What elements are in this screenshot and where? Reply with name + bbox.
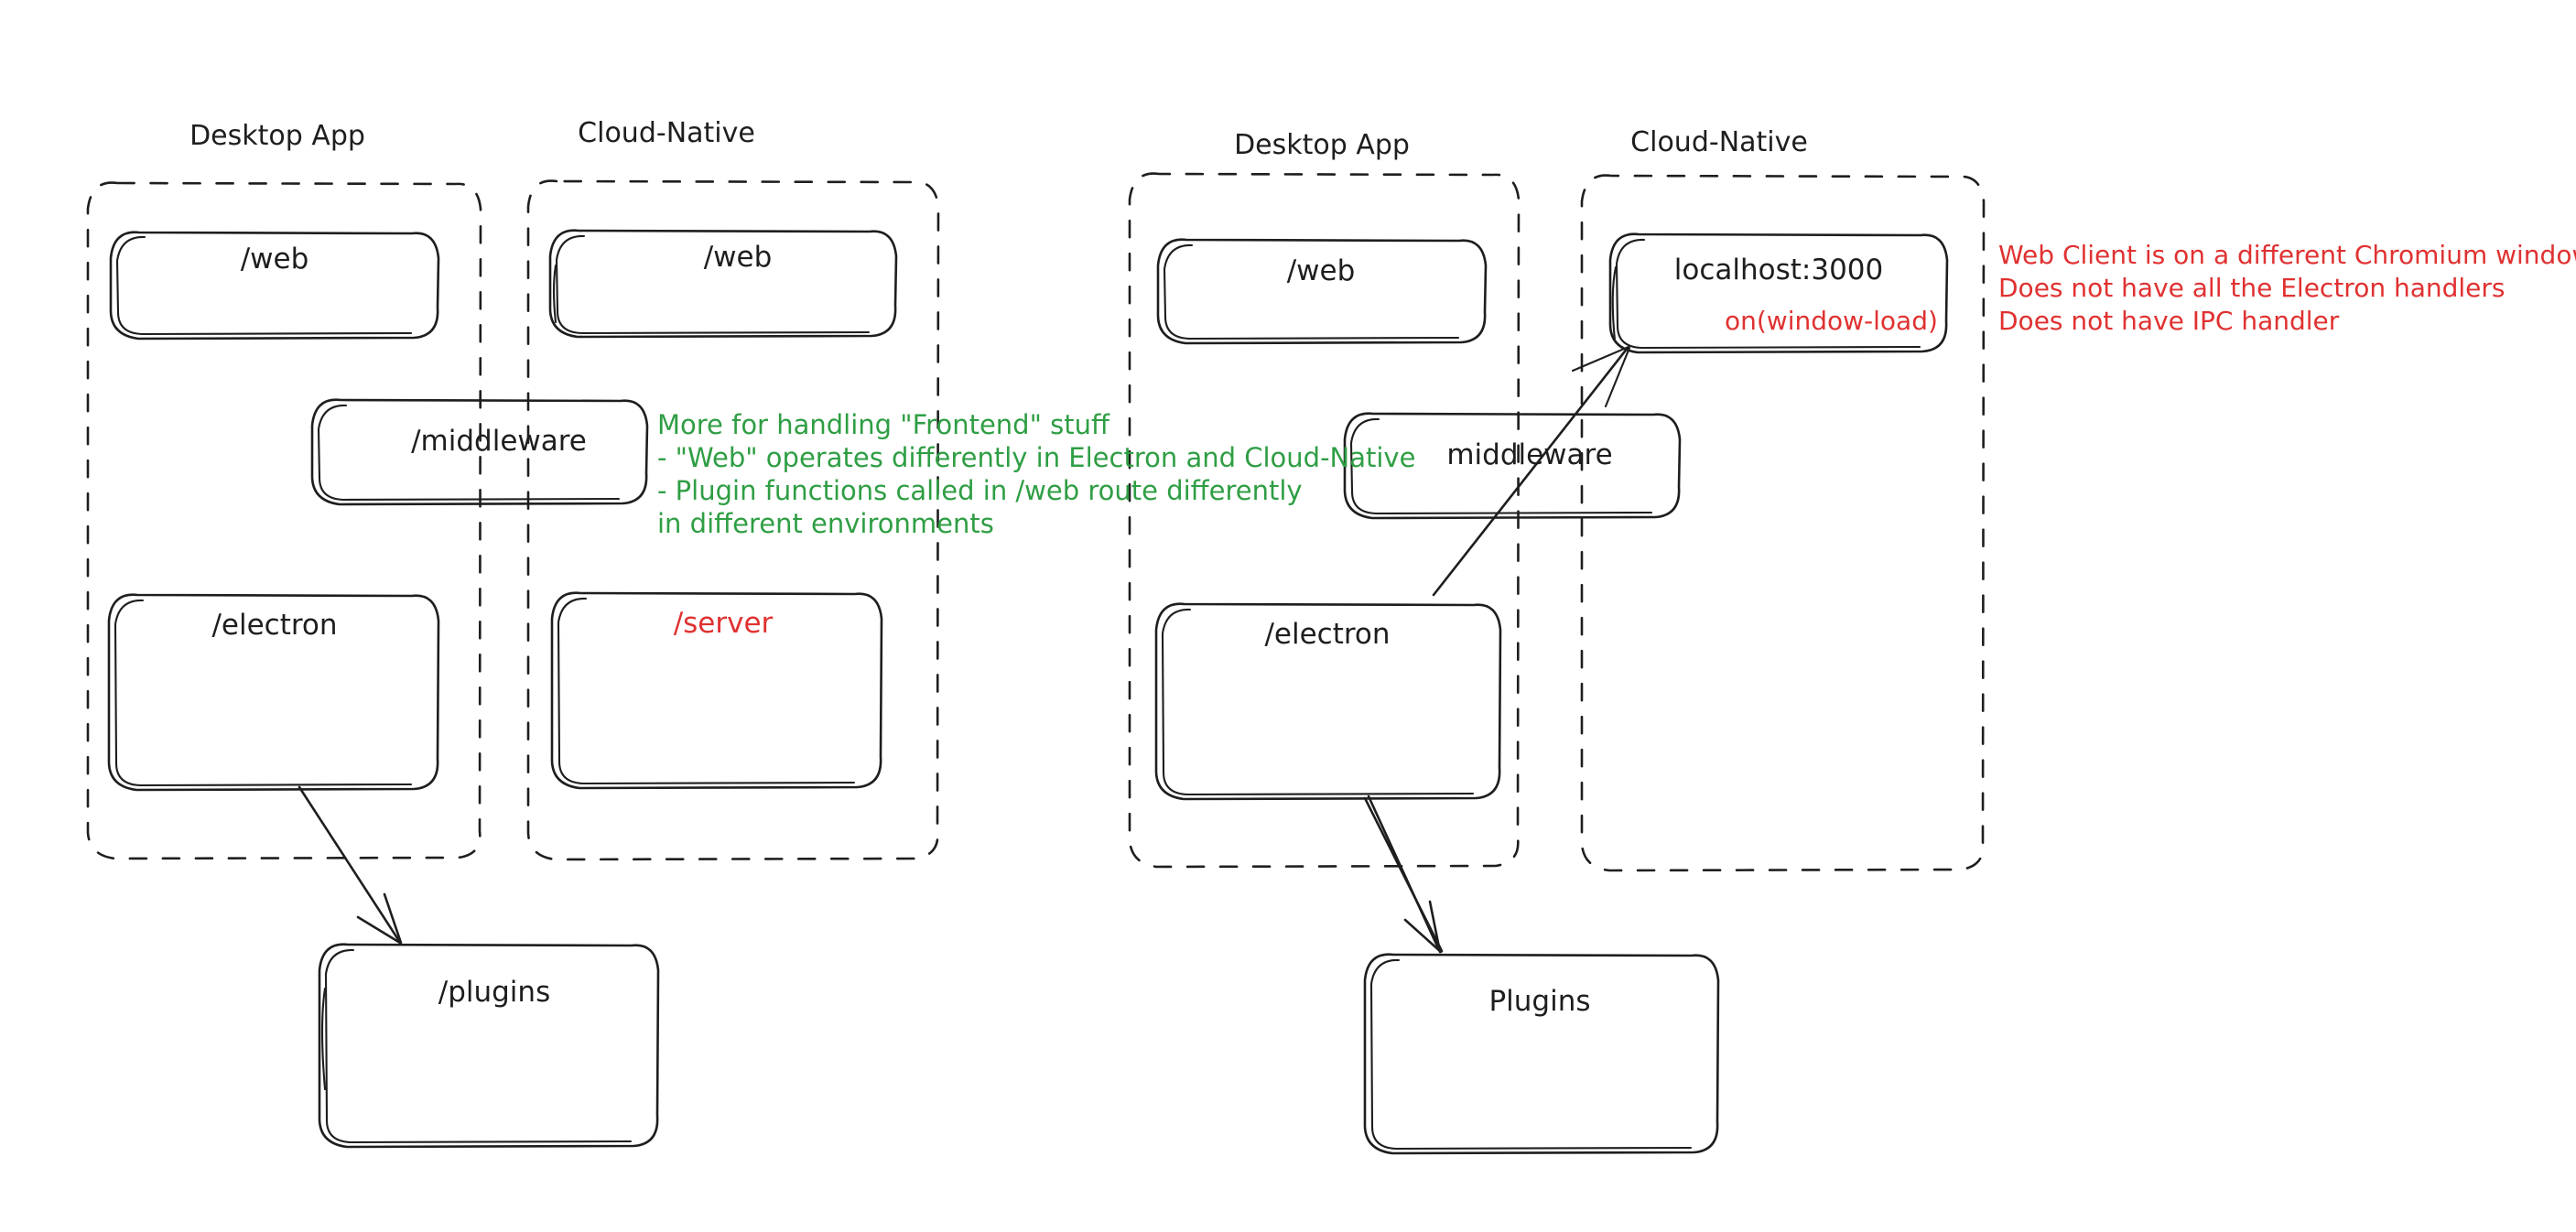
arrow-left-electron-to-plugins: [298, 785, 403, 945]
node-label-left-middleware: /middleware: [411, 425, 587, 458]
node-label-left-desktop-web: /web: [241, 243, 309, 276]
node-label-right-plugins: Plugins: [1488, 985, 1590, 1018]
node-shape-left-desktop-web[interactable]: [109, 231, 440, 340]
group-frame-right-cloud: [1580, 174, 1986, 872]
arrow-right-electron-to-localhost: [1432, 345, 1631, 597]
red-annotation-line-2: Does not have all the Electron handlers: [1998, 273, 2506, 303]
node-shape-right-middleware[interactable]: [1343, 412, 1682, 520]
group-frame-right-desktop: [1128, 172, 1521, 869]
node-shape-left-plugins[interactable]: [318, 943, 660, 1149]
green-annotation-line-2: - "Web" operates differently in Electron…: [657, 442, 1415, 473]
node-shape-right-plugins[interactable]: [1363, 953, 1720, 1155]
node-shape-left-middleware[interactable]: [310, 398, 649, 506]
green-annotation-line-3: - Plugin functions called in /web route …: [657, 475, 1303, 506]
node-shape-right-localhost[interactable]: [1608, 232, 1949, 354]
red-annotation-line-3: Does not have IPC handler: [1998, 306, 2340, 336]
node-label-left-server: /server: [674, 607, 774, 640]
node-sublabel-right-localhost: on(window-load): [1725, 306, 1938, 336]
green-annotation-line-1: More for handling "Frontend" stuff: [657, 409, 1110, 440]
group-frame-left-cloud: [526, 179, 940, 861]
red-annotation-line-1: Web Client is on a different Chromium wi…: [1998, 240, 2576, 270]
arrow-right-electron-to-plugins: [1363, 794, 1444, 954]
node-shape-right-desktop-web[interactable]: [1156, 238, 1488, 345]
node-label-right-electron: /electron: [1264, 618, 1390, 651]
node-shape-right-electron[interactable]: [1154, 602, 1502, 801]
green-annotation: More for handling "Frontend" stuff - "We…: [657, 409, 1415, 539]
group-label-right-desktop: Desktop App: [1234, 129, 1410, 161]
node-shape-left-cloud-web[interactable]: [548, 229, 898, 339]
node-label-right-middleware: middleware: [1446, 438, 1612, 471]
node-shape-left-electron[interactable]: [107, 593, 440, 792]
node-label-right-localhost: localhost:3000: [1674, 254, 1884, 286]
group-label-right-cloud: Cloud-Native: [1630, 126, 1808, 158]
group-label-left-desktop: Desktop App: [189, 120, 365, 152]
node-label-left-cloud-web: /web: [704, 241, 773, 274]
node-label-right-desktop-web: /web: [1287, 254, 1356, 287]
red-annotation: Web Client is on a different Chromium wi…: [1998, 240, 2576, 336]
group-label-left-cloud: Cloud-Native: [578, 117, 755, 149]
node-label-left-electron: /electron: [211, 609, 337, 642]
node-shape-left-server[interactable]: [550, 591, 883, 790]
group-frame-left-desktop: [86, 181, 482, 860]
node-label-left-plugins: /plugins: [438, 976, 550, 1009]
green-annotation-line-4: in different environments: [657, 508, 994, 539]
